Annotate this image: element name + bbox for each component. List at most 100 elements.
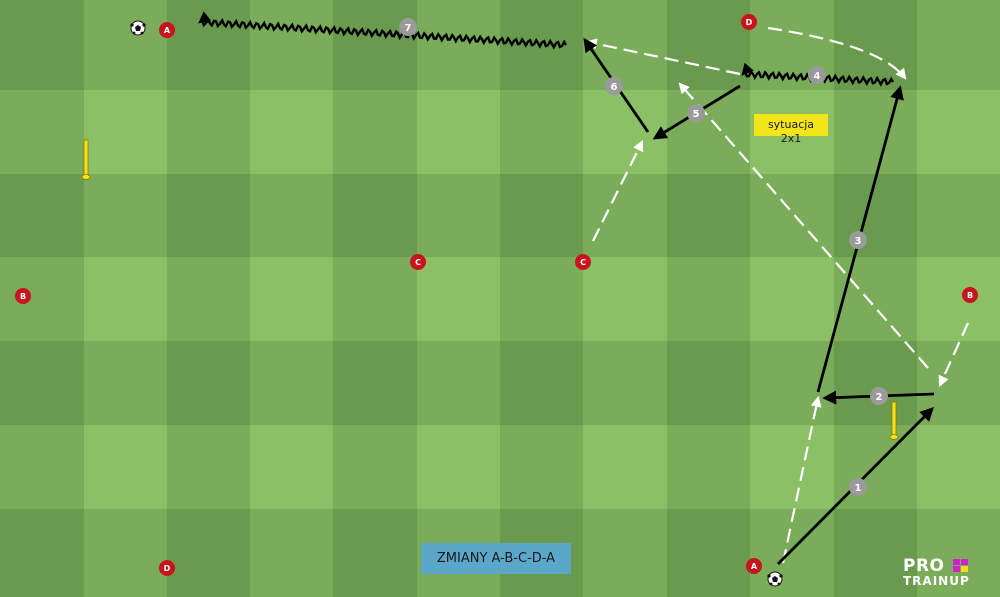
grass-tile <box>84 0 167 90</box>
grass-tile <box>500 341 583 425</box>
grass-tile <box>84 425 167 509</box>
grass-tile <box>84 90 167 174</box>
player-marker: A <box>159 22 175 38</box>
grass-tile <box>500 90 583 174</box>
grass-tile <box>84 257 167 341</box>
grass-tile <box>250 509 333 597</box>
step-label: 6 <box>611 82 618 93</box>
step-label: 1 <box>855 483 862 494</box>
grass-tile <box>917 174 1000 257</box>
grass-tile <box>333 0 417 90</box>
grass-tile <box>333 509 417 597</box>
grass-tile <box>250 341 333 425</box>
grass-tile <box>333 341 417 425</box>
step-badge: 1 <box>849 478 867 496</box>
grass-tile <box>0 341 84 425</box>
grass-tile <box>750 174 834 257</box>
grass-tile <box>167 425 250 509</box>
grass-tile <box>0 257 84 341</box>
grass-tile <box>0 174 84 257</box>
grass-tile <box>917 90 1000 174</box>
grass-tile <box>84 174 167 257</box>
grass-tile <box>750 425 834 509</box>
step-badge: 4 <box>808 66 826 84</box>
player-label: A <box>751 562 758 571</box>
grass-tile <box>0 509 84 597</box>
grass-tile <box>0 90 84 174</box>
player-label: B <box>967 291 973 300</box>
run-top-left <box>585 38 741 76</box>
step-badge: 7 <box>399 18 417 36</box>
player-marker: A <box>746 558 762 574</box>
grass-tile <box>583 509 667 597</box>
grass-tile <box>500 425 583 509</box>
player-marker: D <box>741 14 757 30</box>
grass-tile <box>500 257 583 341</box>
ball-icon <box>130 20 146 36</box>
step-label: 7 <box>405 23 412 34</box>
grass-tile <box>583 341 667 425</box>
player-marker: C <box>575 254 591 270</box>
run-A-to-receive <box>781 395 822 564</box>
logo-text-pro: PRO <box>903 556 945 576</box>
player-label: C <box>415 258 421 267</box>
grass-tile <box>834 257 917 341</box>
grass-tile <box>583 257 667 341</box>
grass-tile <box>667 174 750 257</box>
grass-tile <box>250 425 333 509</box>
pass-lines <box>585 26 970 564</box>
dribble-7 <box>198 11 568 50</box>
grass-tile <box>667 509 750 597</box>
step-badge: 6 <box>605 77 623 95</box>
grass-tile <box>250 257 333 341</box>
protrainup-logo: PRO TRAINUP <box>903 556 995 590</box>
grass-tile <box>834 509 917 597</box>
step-badge: 2 <box>870 387 888 405</box>
grass-tile <box>667 425 750 509</box>
grass-tile <box>583 174 667 257</box>
grass-tile <box>917 425 1000 509</box>
grass-tile <box>167 174 250 257</box>
grass-tile <box>917 509 1000 597</box>
grass-tile <box>84 509 167 597</box>
step-label: 2 <box>876 392 883 403</box>
ball-icon <box>767 571 783 587</box>
grass-tile <box>167 509 250 597</box>
player-label: C <box>580 258 586 267</box>
player-marker: B <box>15 288 31 304</box>
player-label: D <box>164 564 171 573</box>
grass-tile <box>667 0 750 90</box>
grass-tile <box>667 257 750 341</box>
player-label: A <box>164 26 171 35</box>
logo-text-trainup: TRAINUP <box>903 574 970 588</box>
grass-tile <box>417 425 500 509</box>
situation-note: sytuacja 2x1 <box>754 114 828 145</box>
grass-tile <box>917 257 1000 341</box>
grass-tile <box>417 341 500 425</box>
grass-tile <box>834 90 917 174</box>
cone-icon <box>81 139 91 180</box>
step-label: 4 <box>814 71 821 82</box>
grass-tile <box>0 0 84 90</box>
grass-tile <box>333 90 417 174</box>
grass-tile <box>333 425 417 509</box>
grass-tile <box>583 425 667 509</box>
grass-tile <box>333 174 417 257</box>
grass-tile <box>500 174 583 257</box>
step-badge: 3 <box>849 231 867 249</box>
dribble-lines <box>198 11 895 87</box>
grass-tile <box>333 257 417 341</box>
grass-tile <box>417 174 500 257</box>
step-label: 3 <box>855 236 862 247</box>
player-marker: B <box>962 287 978 303</box>
logo-mark-icon <box>953 559 969 573</box>
cone-icon <box>889 401 899 440</box>
grass-tile <box>167 341 250 425</box>
grass-tile <box>834 341 917 425</box>
player-label: D <box>746 18 753 27</box>
player-marker: D <box>159 560 175 576</box>
run-B-down <box>938 322 970 388</box>
grass-tile <box>750 257 834 341</box>
